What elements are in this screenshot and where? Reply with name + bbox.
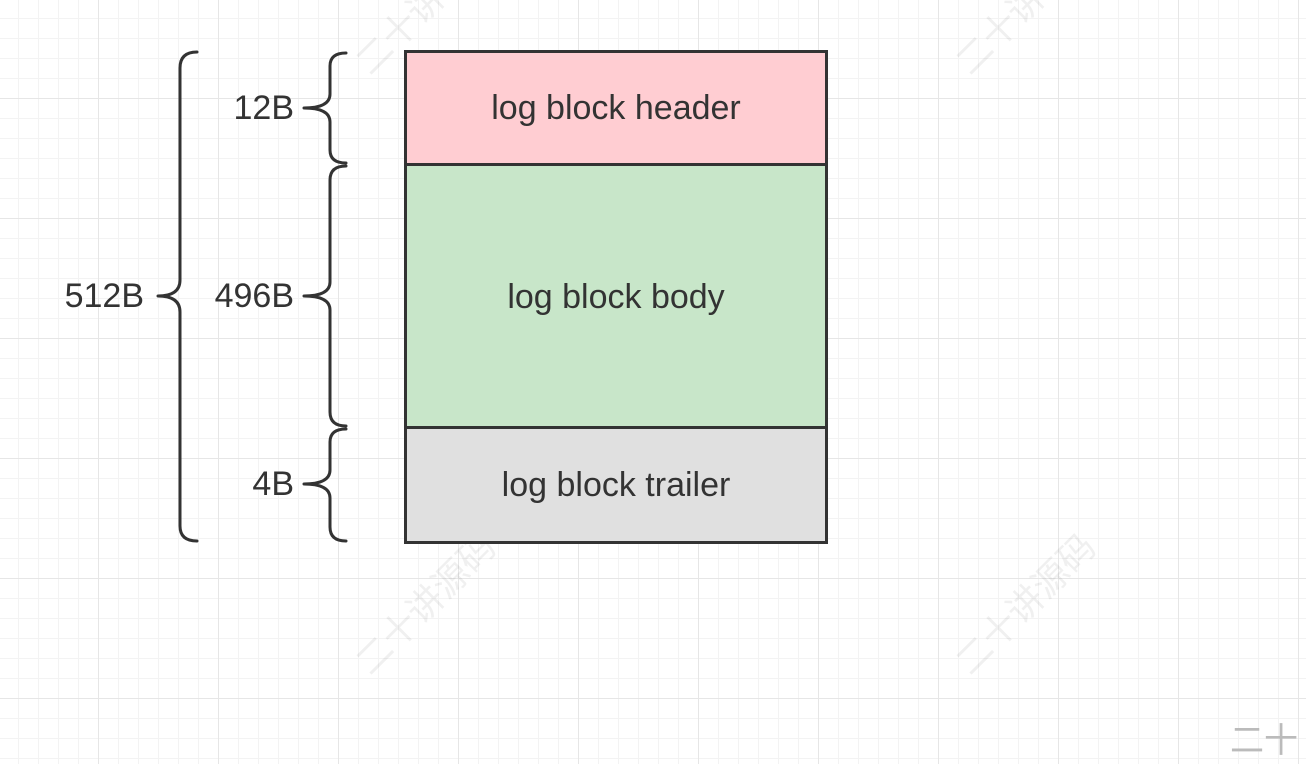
trailer-brace [302, 427, 348, 543]
total-brace [156, 50, 199, 543]
body-size-label: 496B [214, 277, 294, 315]
log-block-body: log block body [404, 163, 828, 431]
log-block-header-label: log block header [491, 88, 741, 127]
header-brace [302, 51, 348, 165]
trailer-size-label: 4B [252, 465, 294, 503]
log-block-body-label: log block body [507, 277, 725, 316]
log-block-trailer-label: log block trailer [501, 465, 731, 504]
header-size-label: 12B [233, 89, 295, 127]
corner-watermark: 二十 [1230, 721, 1298, 761]
body-brace [302, 164, 348, 428]
total-size-label: 512B [64, 277, 144, 315]
log-block-trailer: log block trailer [404, 426, 828, 544]
log-block-header: log block header [404, 50, 828, 166]
